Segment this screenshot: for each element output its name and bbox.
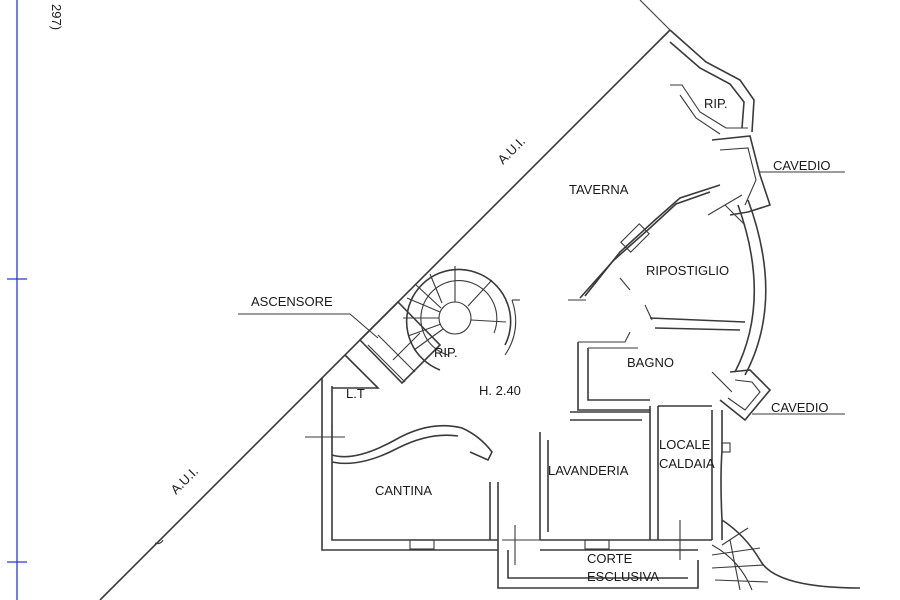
- room-label-rip-stair: RIP.: [434, 345, 458, 360]
- room-label-corte: CORTE: [587, 551, 633, 566]
- room-label-caldaia: CALDAIA: [659, 456, 715, 471]
- elevator-shaft: [358, 300, 442, 385]
- room-label-lavanderia: LAVANDERIA: [548, 463, 629, 478]
- exterior-steps: [711, 519, 861, 591]
- room-height-label: H. 2.40: [479, 383, 521, 398]
- reference-grid-line: [7, 0, 27, 600]
- aui-label-upper: A.U.I.: [495, 134, 529, 168]
- room-label-ripostiglio: RIPOSTIGLIO: [646, 263, 729, 278]
- room-label-esclusiva: ESCLUSIVA: [587, 569, 659, 584]
- room-label-cantina: CANTINA: [375, 483, 432, 498]
- room-label-bagno: BAGNO: [627, 355, 674, 370]
- room-label-locale: LOCALE: [659, 437, 711, 452]
- spiral-staircase: [403, 266, 520, 371]
- room-label-rip-top: RIP.: [704, 96, 728, 111]
- callout-label-ascensore: ASCENSORE: [251, 294, 333, 309]
- sheet-reference-fragment: 297): [49, 4, 64, 30]
- aui-label-lower: A.U.I.: [168, 464, 202, 498]
- room-label-lt: L.T: [346, 386, 365, 401]
- room-label-taverna: TAVERNA: [569, 182, 629, 197]
- callout-label-cavedio-top: CAVEDIO: [773, 158, 831, 173]
- outer-walls: [321, 29, 767, 589]
- callout-label-cavedio-bottom: CAVEDIO: [771, 400, 829, 415]
- interior-walls: [305, 84, 772, 565]
- callout-leaders: [238, 171, 845, 415]
